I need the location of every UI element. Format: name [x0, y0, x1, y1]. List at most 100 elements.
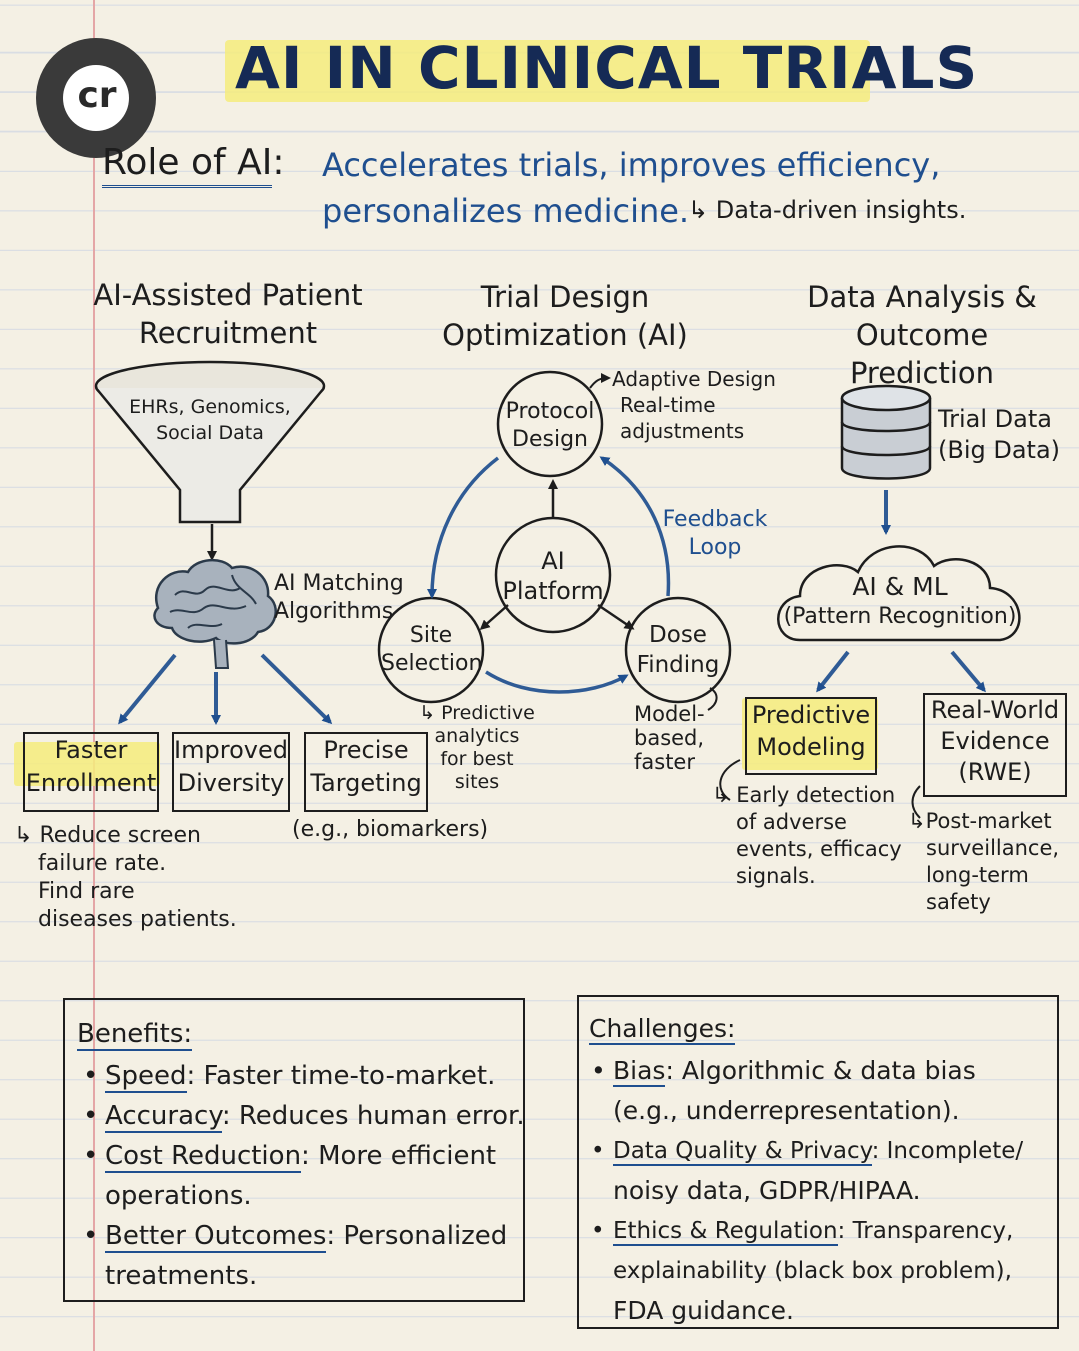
early-line3: events, efficacy [736, 837, 902, 861]
note-line2: failure rate. [38, 851, 167, 876]
predictive-line1: Predictive [751, 701, 871, 729]
predictive-highlight [742, 698, 878, 770]
role-label-row: Role of AI: [102, 142, 285, 188]
targeting-line2: Targeting [310, 769, 422, 797]
predictive-analytics-note: ↳ Predictive analytics for best sites [410, 702, 544, 794]
post-line1: Post-market [925, 809, 1052, 833]
analysis-heading-line2: Outcome Prediction [849, 318, 995, 390]
platform-text: AI Platform [496, 546, 610, 606]
benefit-item-outcomes: Better Outcomes: Personalized [83, 1216, 513, 1256]
benefit-term: Cost Reduction [105, 1141, 302, 1173]
dose-circle [624, 596, 732, 704]
predictive-line2: Modeling [756, 733, 866, 761]
benefit-cont: treatments. [105, 1261, 258, 1291]
role-colon: : [272, 142, 285, 183]
benefit-term: Speed [105, 1061, 187, 1093]
analysis-heading: Data Analysis & Outcome Prediction [782, 278, 1062, 392]
benefit-text: : Personalized [326, 1221, 508, 1251]
precise-targeting-box: Precise Targeting [304, 732, 428, 812]
benefit-item-speed: Speed: Faster time-to-market. [83, 1056, 513, 1096]
diversity-line2: Diversity [177, 769, 285, 797]
challenge-cont: noisy data, GDPR/HIPAA. [613, 1176, 921, 1205]
challenges-title-text: Challenges: [589, 1014, 736, 1045]
recruitment-heading-line2: Recruitment [138, 316, 318, 350]
diversity-line1: Improved [174, 736, 288, 764]
role-line1: Accelerates trials, improves efficiency, [322, 146, 941, 184]
biomarkers-note: (e.g., biomarkers) [292, 817, 489, 842]
feedback-line1: Feedback [662, 507, 768, 532]
predictive-note-line3: for best [440, 748, 514, 770]
spoke-site [479, 604, 509, 630]
feedback-line2: Loop [688, 535, 742, 560]
early-line4: signals. [736, 864, 816, 888]
design-heading-line2: Optimization (AI) [442, 318, 688, 352]
benefits-list: Speed: Faster time-to-market. Accuracy: … [83, 1056, 525, 1296]
post-market-note: ↳Post-market surveillance, long-term saf… [908, 808, 1059, 916]
protocol-circle [496, 370, 604, 478]
adaptive-line2: Real-time [620, 393, 716, 417]
note-line1: Reduce screen [39, 823, 201, 848]
loop-arc-right [599, 456, 671, 597]
post-bracket [911, 785, 921, 819]
enrollment-highlight [14, 742, 160, 786]
predictive-note-line1: Predictive [441, 702, 535, 724]
challenge-text: : Transparency, [837, 1218, 1014, 1244]
rwe-line3: (RWE) [958, 758, 1032, 786]
role-line2: personalizes medicine. [322, 192, 690, 230]
cloud-text: AI & ML (Pattern Recognition) [780, 572, 1020, 632]
platform-line2: Platform [502, 577, 604, 605]
challenge-item-ethics: Ethics & Regulation: Transparency, [591, 1211, 1051, 1251]
predictive-modeling-box: Predictive Modeling [745, 697, 877, 775]
cloud-icon [777, 545, 1021, 642]
adaptive-line1: Adaptive Design [612, 367, 776, 391]
benefit-item-accuracy: Accuracy: Reduces human error. [83, 1096, 525, 1136]
dose-line1: Dose [649, 622, 707, 648]
protocol-line1: Protocol [505, 399, 595, 424]
benefit-cont: operations. [105, 1181, 252, 1211]
enrollment-line2: Enrollment [25, 769, 157, 797]
loop-arc-bottom [485, 670, 629, 694]
rwe-line2: Evidence [940, 727, 1050, 755]
faster-enrollment-box: Faster Enrollment [23, 732, 159, 812]
targeting-line1: Precise [323, 736, 409, 764]
site-line2: Selection [381, 651, 483, 676]
early-line2: of adverse [736, 810, 847, 834]
role-label: Role of AI [102, 142, 273, 188]
challenges-list: Bias: Algorithmic & data bias (e.g., und… [591, 1051, 1051, 1331]
adaptive-note: Adaptive Design Real-time adjustments [612, 366, 776, 444]
post-row1: ↳Post-market [908, 808, 1059, 835]
trial-data-line1: Trial Data [938, 405, 1052, 433]
page-title: AI IN CLINICAL TRIALS [235, 34, 979, 102]
benefit-term: Accuracy [105, 1101, 222, 1133]
arrow-to-targeting [260, 653, 333, 725]
title-highlight [225, 40, 870, 102]
analysis-heading-line1: Data Analysis & [807, 280, 1037, 314]
adaptive-pointer [589, 373, 611, 389]
hook-arrow-icon: ↳ [14, 823, 40, 848]
challenge-cont: (e.g., underrepresentation). [613, 1096, 960, 1125]
challenge-cont: explainability (black box problem), [613, 1258, 1012, 1284]
arrow-to-rwe [950, 650, 986, 693]
design-heading: Trial Design Optimization (AI) [430, 278, 700, 354]
benefit-text: : Faster time-to-market. [186, 1061, 496, 1091]
site-text: Site Selection [381, 622, 483, 678]
benefits-title: Benefits: [77, 1014, 193, 1054]
funnel-line2: Social Data [156, 422, 264, 444]
early-row1: ↳ Early detection [712, 782, 902, 809]
logo-text: cr [77, 75, 117, 116]
role-insight-row: ↳ Data-driven insights. [688, 196, 966, 224]
design-heading-line1: Trial Design [480, 280, 650, 314]
early-detection-note: ↳ Early detection of adverse events, eff… [712, 782, 902, 890]
database-icon [840, 384, 932, 480]
challenge-term: Ethics & Regulation [613, 1218, 838, 1246]
margin-line [93, 0, 95, 1351]
challenges-title: Challenges: [589, 1009, 736, 1049]
hook-arrow-icon: ↳ [688, 196, 709, 224]
post-line2: surveillance, [926, 836, 1060, 860]
post-line3: long-term [926, 863, 1029, 887]
site-line1: Site [409, 623, 453, 648]
trial-data-line2: (Big Data) [938, 436, 1061, 464]
matching-line2: Algorithms [274, 599, 394, 624]
note-line1-row: ↳ Reduce screen [14, 822, 237, 850]
